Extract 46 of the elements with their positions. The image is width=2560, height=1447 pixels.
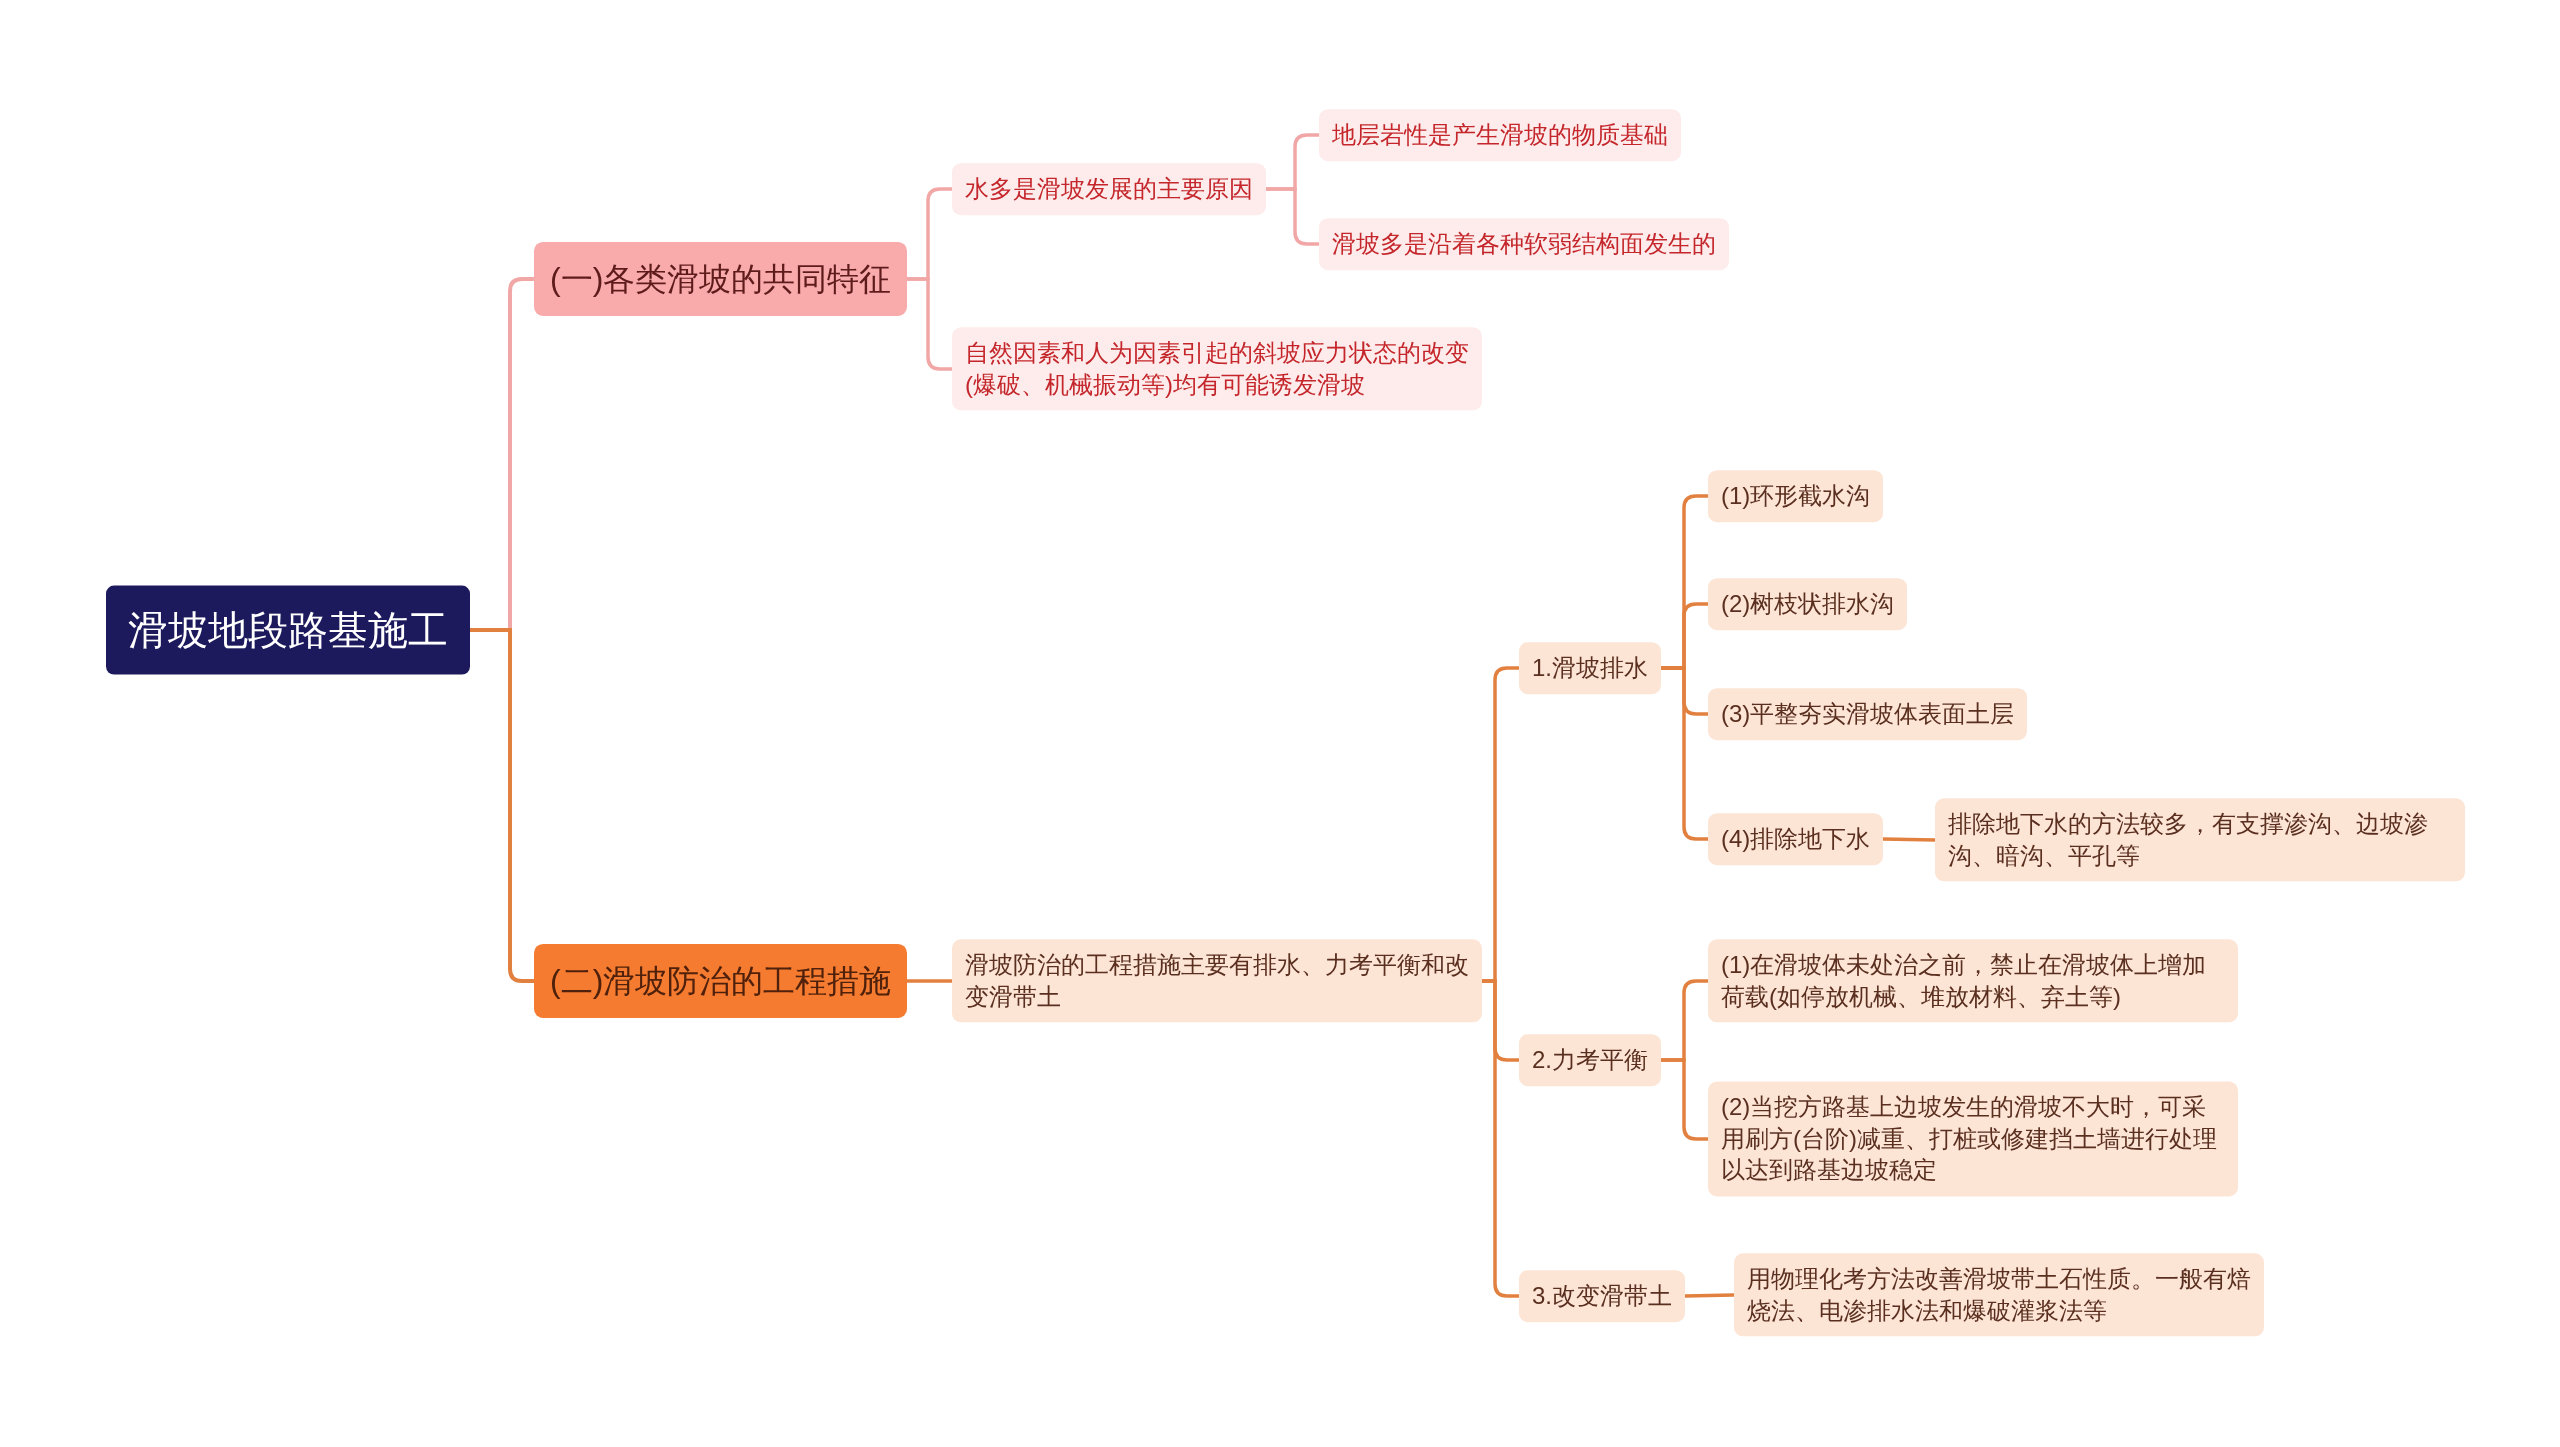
subtopic-box	[1519, 1034, 1661, 1086]
topic-text: (4)排除地下水	[1721, 824, 1871, 855]
subtopic-box	[1708, 1081, 2238, 1197]
subtopic-box	[1708, 939, 2238, 1023]
subtopic-box	[952, 163, 1266, 215]
subtopic-box	[1319, 109, 1681, 161]
topic-text: 自然因素和人为因素引起的斜坡应力状态的改变(爆破、机械振动等)均有可能诱发滑坡	[965, 338, 1469, 400]
topic-text: (1)在滑坡体未处治之前，禁止在滑坡体上增加荷载(如停放机械、堆放材料、弃土等)	[1721, 950, 2208, 1012]
topic-text: 地层岩性是产生滑坡的物质基础	[1332, 120, 1668, 151]
topic-text: 滑坡多是沿着各种软弱结构面发生的	[1332, 229, 1716, 260]
subtopic-box	[1708, 578, 1908, 630]
topic-text: 排除地下水的方法较多，有支撑渗沟、边坡渗沟、暗沟、平孔等	[1948, 809, 2429, 871]
topic-text: (2)树枝状排水沟	[1721, 589, 1895, 620]
subtopic-box	[1319, 218, 1729, 270]
subtopic-box	[1708, 813, 1884, 865]
subtopic-box	[1935, 798, 2465, 882]
topic-text: 2.力考平衡	[1532, 1045, 1648, 1076]
topic-text: (二)滑坡防治的工程措施	[550, 961, 892, 1001]
topic-text: 滑坡防治的工程措施主要有排水、力考平衡和改变滑带土	[965, 950, 1469, 1012]
connector-line	[1684, 1293, 1735, 1298]
topic-text: (1)环形截水沟	[1721, 481, 1871, 512]
topic-text: (3)平整夯实滑坡体表面土层	[1721, 699, 2015, 730]
topic-text: 滑坡地段路基施工	[128, 606, 448, 654]
topic-text: 水多是滑坡发展的主要原因	[965, 174, 1253, 205]
subtopic-box	[1708, 470, 1884, 522]
connector-line	[470, 628, 534, 983]
connector-line	[1882, 837, 1936, 842]
topic-text: (一)各类滑坡的共同特征	[550, 259, 892, 299]
subtopic-box	[1519, 1270, 1685, 1322]
main-topic-box	[534, 241, 908, 317]
connector-line	[1482, 979, 1519, 1298]
central-topic-box	[106, 585, 470, 675]
connector-line	[907, 277, 952, 371]
main-topic-box	[534, 943, 908, 1019]
topic-text: 用物理化考方法改善滑坡带土石性质。一般有焙烧法、电渗排水法和爆破灌浆法等	[1747, 1264, 2251, 1326]
subtopic-box	[1734, 1253, 2264, 1337]
connector-line	[907, 979, 952, 983]
subtopic-box	[952, 327, 1482, 411]
subtopic-box	[1708, 688, 2028, 740]
topic-text: (2)当挖方路基上边坡发生的滑坡不大时，可采用刷方(台阶)减重、打桩或修建挡土墙进行处理以达到路基边坡稳定	[1721, 1092, 2218, 1186]
connector-line	[1661, 1058, 1708, 1141]
topic-text: 3.改变滑带土	[1532, 1281, 1672, 1312]
topic-text: 1.滑坡排水	[1532, 653, 1648, 684]
subtopic-box	[1519, 642, 1661, 694]
subtopic-box	[952, 939, 1482, 1023]
connector-line	[1266, 187, 1319, 246]
